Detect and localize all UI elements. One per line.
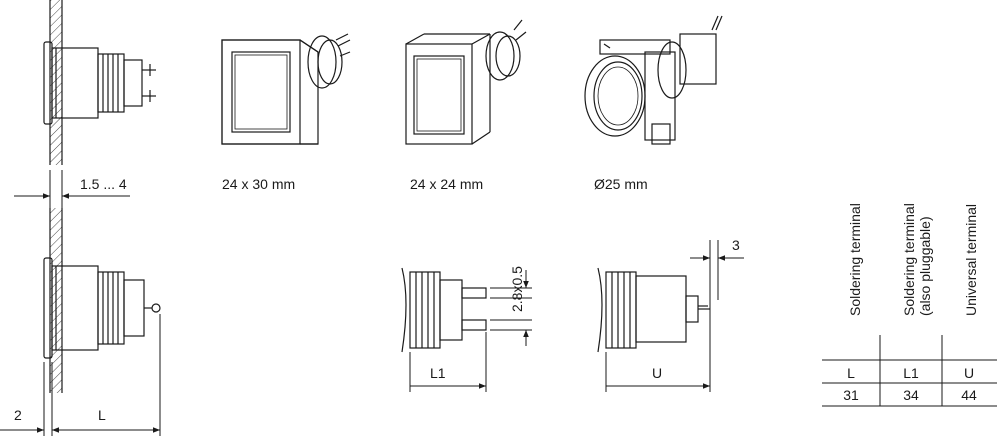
table-header-soldering-pluggable-line1: Soldering terminal bbox=[901, 203, 917, 316]
side-view-panel-bottom bbox=[43, 208, 161, 393]
table-col-L1: L1 bbox=[903, 365, 919, 381]
length-dimensions-left bbox=[0, 314, 161, 436]
length-U-label: U bbox=[652, 365, 662, 381]
rect-24x24-view bbox=[405, 19, 527, 145]
caption-round-25: Ø25 mm bbox=[594, 176, 648, 192]
front-offset-label: 2 bbox=[14, 407, 22, 423]
side-view-panel-top bbox=[43, 0, 156, 165]
terminal-gap-label: 3 bbox=[732, 237, 740, 253]
table-col-U: U bbox=[964, 365, 974, 381]
table-value-U: 44 bbox=[961, 387, 977, 403]
table-value-L1: 34 bbox=[903, 387, 919, 403]
table-header-soldering-pluggable-line2: (also pluggable) bbox=[917, 216, 933, 316]
length-L1-label: L1 bbox=[430, 365, 446, 381]
round-25-view bbox=[584, 15, 723, 145]
terminal-table: Soldering terminal Soldering terminal (a… bbox=[822, 203, 997, 407]
l1-side-view bbox=[401, 267, 487, 353]
caption-24x24: 24 x 24 mm bbox=[410, 176, 483, 192]
table-value-L: 31 bbox=[843, 387, 859, 403]
l1-dimensions bbox=[409, 270, 532, 392]
panel-thickness-dimension bbox=[14, 170, 130, 215]
caption-24x30: 24 x 30 mm bbox=[222, 176, 295, 192]
length-L-label: L bbox=[98, 407, 106, 423]
table-header-soldering: Soldering terminal bbox=[847, 203, 863, 316]
u-dimensions bbox=[605, 240, 744, 392]
panel-thickness-label: 1.5 ... 4 bbox=[80, 176, 127, 192]
table-header-universal: Universal terminal bbox=[963, 204, 979, 316]
pin-size-label: 2.8x0.5 bbox=[509, 266, 525, 312]
table-col-L: L bbox=[847, 365, 855, 381]
rect-24x30-view bbox=[221, 33, 351, 145]
u-side-view bbox=[597, 267, 710, 353]
